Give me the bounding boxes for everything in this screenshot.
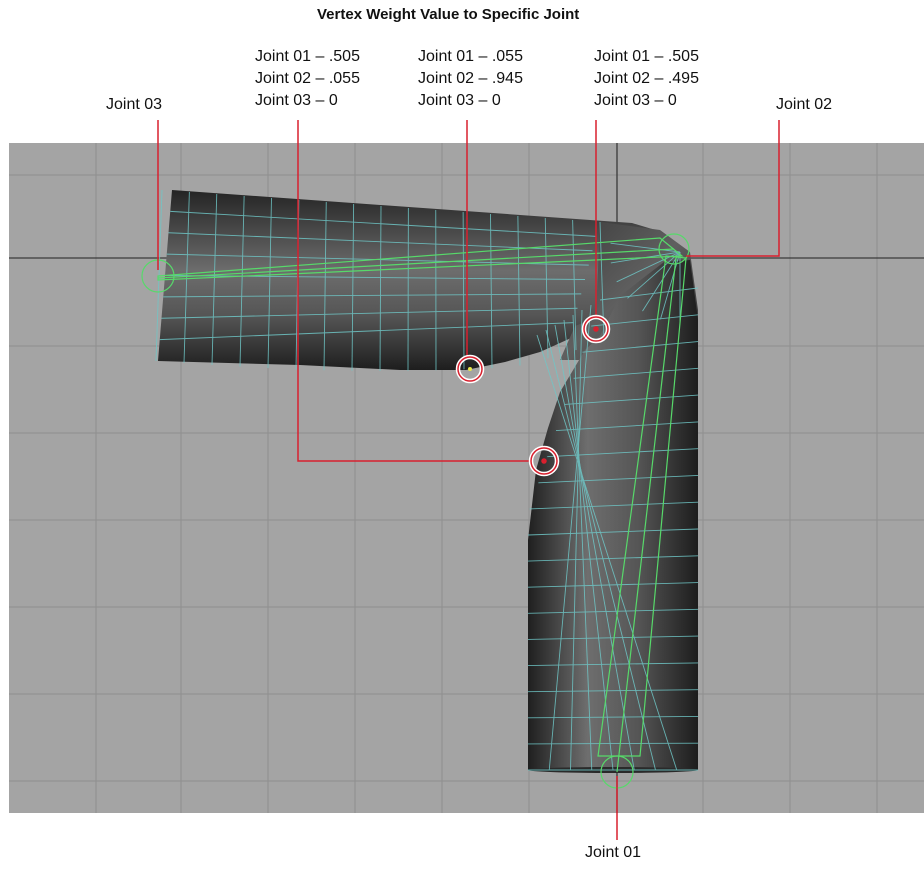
callout-lower-inner: Joint 01 – .505 Joint 02 – .055 Joint 03… <box>255 46 360 112</box>
callout-lower-inner-line-3: Joint 03 – 0 <box>255 90 360 112</box>
callout-lower-inner-line-2: Joint 02 – .055 <box>255 68 360 90</box>
callout-upper-bottom-line-2: Joint 02 – .945 <box>418 68 523 90</box>
label-joint02: Joint 02 <box>776 94 832 116</box>
callout-elbow-inner-line-2: Joint 02 – .495 <box>594 68 699 90</box>
callout-elbow-inner-line-3: Joint 03 – 0 <box>594 90 699 112</box>
callout-elbow-inner-line-1: Joint 01 – .505 <box>594 46 699 68</box>
callout-elbow-inner: Joint 01 – .505 Joint 02 – .495 Joint 03… <box>594 46 699 112</box>
callout-lower-inner-line-1: Joint 01 – .505 <box>255 46 360 68</box>
vertex-dot-elbow <box>594 327 598 331</box>
vertex-dot-lower <box>542 459 546 463</box>
vertex-dot-upper <box>468 367 472 371</box>
figure-title: Vertex Weight Value to Specific Joint <box>317 4 579 26</box>
callout-upper-bottom-line-1: Joint 01 – .055 <box>418 46 523 68</box>
label-joint03: Joint 03 <box>106 94 162 116</box>
callout-upper-bottom: Joint 01 – .055 Joint 02 – .945 Joint 03… <box>418 46 523 112</box>
label-joint01: Joint 01 <box>585 842 641 864</box>
callout-upper-bottom-line-3: Joint 03 – 0 <box>418 90 523 112</box>
